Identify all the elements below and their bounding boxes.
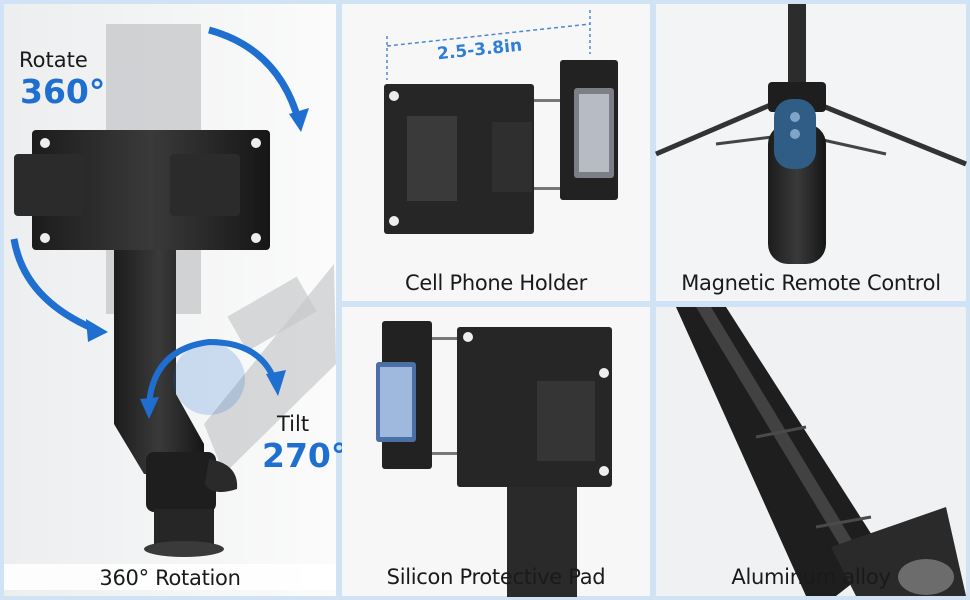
caption-protective-pad: Silicon Protective Pad: [386, 565, 606, 589]
caption-phone-holder: Cell Phone Holder: [405, 271, 587, 295]
panel-remote-control: Magnetic Remote Control: [655, 4, 967, 301]
caption-rotation: 360° Rotation: [4, 564, 336, 590]
panel-phone-holder: 2.5-3.8in Cell Phone Holder: [342, 4, 650, 301]
panel-rotation: Rotate 360° Tilt 270° 360° Rotation: [4, 4, 347, 596]
aluminum-pole-image: [656, 307, 966, 596]
caption-aluminum-alloy: Aluminum alloy: [731, 565, 891, 589]
caption-remote-control: Magnetic Remote Control: [681, 271, 941, 295]
phone-holder-image: [342, 4, 650, 301]
remote-control-image: [655, 4, 967, 301]
protective-pad-image: [342, 307, 650, 597]
panel-protective-pad: Silicon Protective Pad: [342, 307, 650, 597]
rotating-holder-image: [4, 4, 336, 596]
tilt-label: Tilt: [277, 412, 310, 436]
panel-aluminum-alloy: Aluminum alloy: [656, 307, 966, 596]
rotate-value: 360°: [20, 72, 106, 111]
tilt-value: 270°: [262, 436, 348, 475]
rotate-label: Rotate: [19, 48, 88, 72]
